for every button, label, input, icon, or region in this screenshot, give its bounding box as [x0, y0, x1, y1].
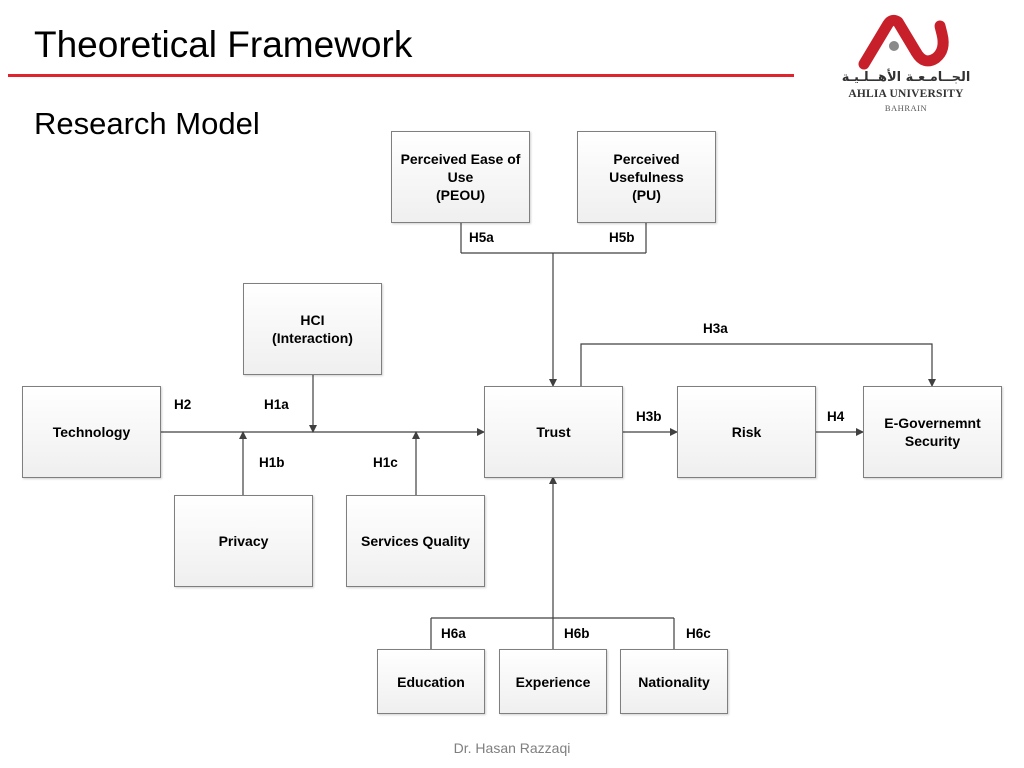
label-h1b: H1b	[259, 455, 285, 470]
ahlia-university-logo: الجــامـعـة الأهــلـيـة AHLIA UNIVERSITY…	[836, 12, 976, 116]
label-h3b: H3b	[636, 409, 662, 424]
node-services-quality: Services Quality	[346, 495, 485, 587]
node-peou: Perceived Ease of Use (PEOU)	[391, 131, 530, 223]
node-education: Education	[377, 649, 485, 714]
label-h1a: H1a	[264, 397, 289, 412]
arrow-trust-to-egov	[580, 343, 936, 387]
label-h6b: H6b	[564, 626, 590, 641]
label-h5b: H5b	[609, 230, 635, 245]
node-egov-security: E-Governemnt Security	[863, 386, 1002, 478]
label-h6a: H6a	[441, 626, 466, 641]
node-privacy: Privacy	[174, 495, 313, 587]
node-experience: Experience	[499, 649, 607, 714]
node-technology: Technology	[22, 386, 161, 478]
node-nationality: Nationality	[620, 649, 728, 714]
label-h1c: H1c	[373, 455, 398, 470]
label-h6c: H6c	[686, 626, 711, 641]
logo-english-name: AHLIA UNIVERSITY	[848, 88, 964, 100]
label-h5a: H5a	[469, 230, 494, 245]
slide-subtitle: Research Model	[34, 106, 260, 141]
logo-arabic-name: الجــامـعـة الأهــلـيـة	[841, 70, 971, 85]
node-hci: HCI (Interaction)	[243, 283, 382, 375]
label-h2: H2	[174, 397, 192, 412]
footer-author: Dr. Hasan Razzaqi	[453, 740, 571, 756]
node-risk: Risk	[677, 386, 816, 478]
node-pu: Perceived Usefulness (PU)	[577, 131, 716, 223]
node-trust: Trust	[484, 386, 623, 478]
title-divider	[8, 74, 794, 77]
ahlia-logo-mark-icon	[858, 14, 949, 70]
label-h3a: H3a	[703, 321, 728, 336]
slide-title: Theoretical Framework	[34, 24, 413, 65]
label-h4: H4	[827, 409, 845, 424]
logo-location: BAHRAIN	[884, 103, 928, 113]
